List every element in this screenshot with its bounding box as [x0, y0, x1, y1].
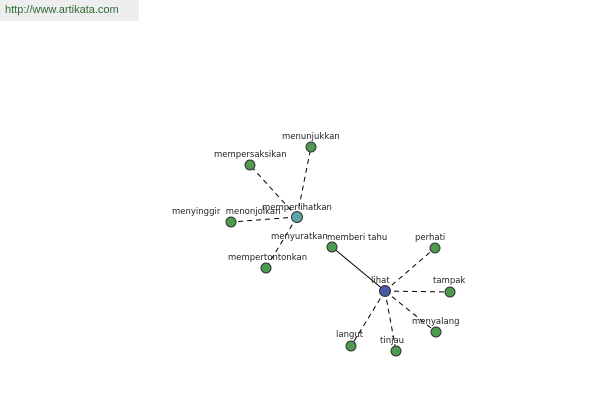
- node-label-tampak: tampak: [433, 276, 465, 286]
- edge-lihat-tampak: [384, 290, 451, 293]
- node-memberi-tahu[interactable]: memberi tahu: [326, 233, 387, 253]
- node-menyuratkan[interactable]: menyuratkan: [271, 232, 328, 242]
- node-label-menyuratkan: menyuratkan: [271, 232, 328, 242]
- node-circle-menyinggir-menonjolkan[interactable]: [225, 216, 237, 228]
- node-tinjau[interactable]: tinjau: [380, 336, 404, 357]
- node-circle-lihat[interactable]: [379, 285, 391, 297]
- edge-memperlihatkan-mempersaksikan: [249, 164, 298, 218]
- source-url[interactable]: http://www.artikata.com: [0, 0, 139, 21]
- node-label-perhati: perhati: [415, 233, 445, 243]
- edge-lihat-memberi_tahu: [331, 246, 386, 292]
- node-label-mempersaksikan: mempersaksikan: [214, 150, 287, 160]
- nodes-layer: lihat memperlihatkan memberi tahu perhati ta…: [172, 132, 465, 357]
- node-menyalang[interactable]: menyalang: [412, 317, 460, 338]
- node-mempertontonkan[interactable]: mempertontonkan: [228, 253, 307, 274]
- edge-memperlihatkan-mempertontonkan: [265, 216, 298, 269]
- node-circle-mempersaksikan[interactable]: [244, 159, 256, 171]
- node-label-memberi-tahu: memberi tahu: [327, 233, 387, 243]
- node-label-langut: langut: [336, 330, 364, 340]
- node-label-menyinggir-menonjolkan: menyinggir menonjolkan: [172, 207, 281, 217]
- node-tampak[interactable]: tampak: [433, 276, 465, 298]
- edge-lihat-perhati: [384, 247, 436, 292]
- edge-lihat-langut: [350, 290, 386, 347]
- node-menyinggir-menonjolkan[interactable]: menyinggir menonjolkan: [172, 207, 281, 228]
- node-menunjukkan[interactable]: menunjukkan: [282, 132, 340, 153]
- node-label-menunjukkan: menunjukkan: [282, 132, 340, 142]
- node-circle-tinjau[interactable]: [390, 345, 402, 357]
- node-label-mempertontonkan: mempertontonkan: [228, 253, 307, 263]
- node-label-menyalang: menyalang: [412, 317, 460, 327]
- node-circle-perhati[interactable]: [429, 242, 441, 254]
- node-circle-langut[interactable]: [345, 340, 357, 352]
- node-memperlihatkan[interactable]: memperlihatkan: [262, 203, 332, 223]
- node-label-tinjau: tinjau: [380, 336, 404, 346]
- node-label-memperlihatkan: memperlihatkan: [262, 203, 332, 213]
- edge-lihat-tinjau: [384, 290, 397, 352]
- edge-memperlihatkan-menunjukkan: [296, 146, 312, 218]
- node-circle-menyalang[interactable]: [430, 326, 442, 338]
- node-perhati[interactable]: perhati: [415, 233, 445, 254]
- edge-lihat-menyalang: [384, 290, 437, 333]
- node-circle-tampak[interactable]: [444, 286, 456, 298]
- node-circle-memberi-tahu[interactable]: [326, 241, 338, 253]
- node-circle-mempertontonkan[interactable]: [260, 262, 272, 274]
- edges-layer: [230, 146, 451, 352]
- node-langut[interactable]: langut: [336, 330, 364, 352]
- node-label-lihat: lihat: [371, 276, 390, 286]
- node-circle-menunjukkan[interactable]: [305, 141, 317, 153]
- node-mempersaksikan[interactable]: mempersaksikan: [214, 150, 287, 171]
- node-circle-memperlihatkan[interactable]: [291, 211, 303, 223]
- edge-memperlihatkan-menyinggir_menonjolkan: [230, 216, 298, 223]
- node-lihat[interactable]: lihat: [371, 276, 391, 297]
